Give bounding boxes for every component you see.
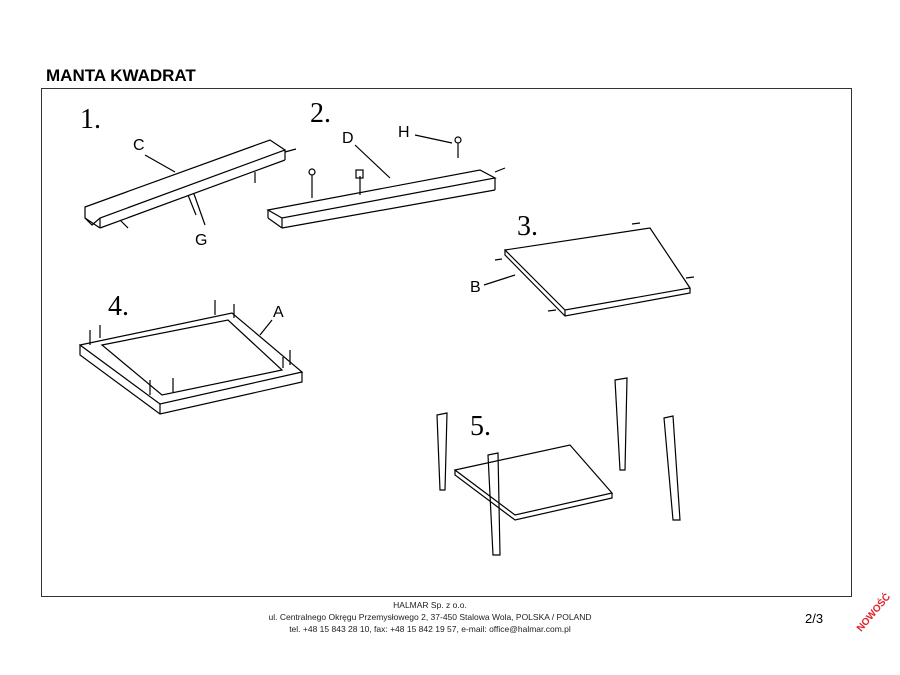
- part-label-c: C: [133, 137, 145, 154]
- step-2-rail-d: [266, 134, 506, 229]
- part-label-d: D: [342, 130, 354, 147]
- part-label-g: G: [195, 232, 207, 249]
- step-3-shelf-b: [483, 222, 695, 317]
- step-4-frame-a: [78, 300, 304, 415]
- footer-company: HALMAR Sp. z o.o.: [393, 600, 467, 610]
- step-4-number: 4.: [108, 291, 129, 322]
- page-number: 2/3: [805, 611, 824, 626]
- part-label-b: B: [470, 279, 481, 296]
- footer-contact: tel. +48 15 843 28 10, fax: +48 15 842 1…: [289, 624, 571, 634]
- part-label-a: A: [273, 304, 284, 321]
- footer-address: ul. Centralnego Okręgu Przemysłowego 2, …: [268, 612, 592, 622]
- step-3-number: 3.: [517, 211, 538, 242]
- step-2-number: 2.: [310, 98, 331, 129]
- part-label-h: H: [398, 124, 410, 141]
- footer: HALMAR Sp. z o.o. ul. Centralnego Okręgu…: [200, 599, 660, 635]
- step-1-rail-c: [84, 139, 297, 229]
- step-5-number: 5.: [470, 411, 491, 442]
- step-5-table-assembly: [436, 377, 681, 556]
- document-title: MANTA KWADRAT: [46, 66, 196, 85]
- instructions-frame: [41, 88, 852, 597]
- step-1-number: 1.: [80, 104, 101, 135]
